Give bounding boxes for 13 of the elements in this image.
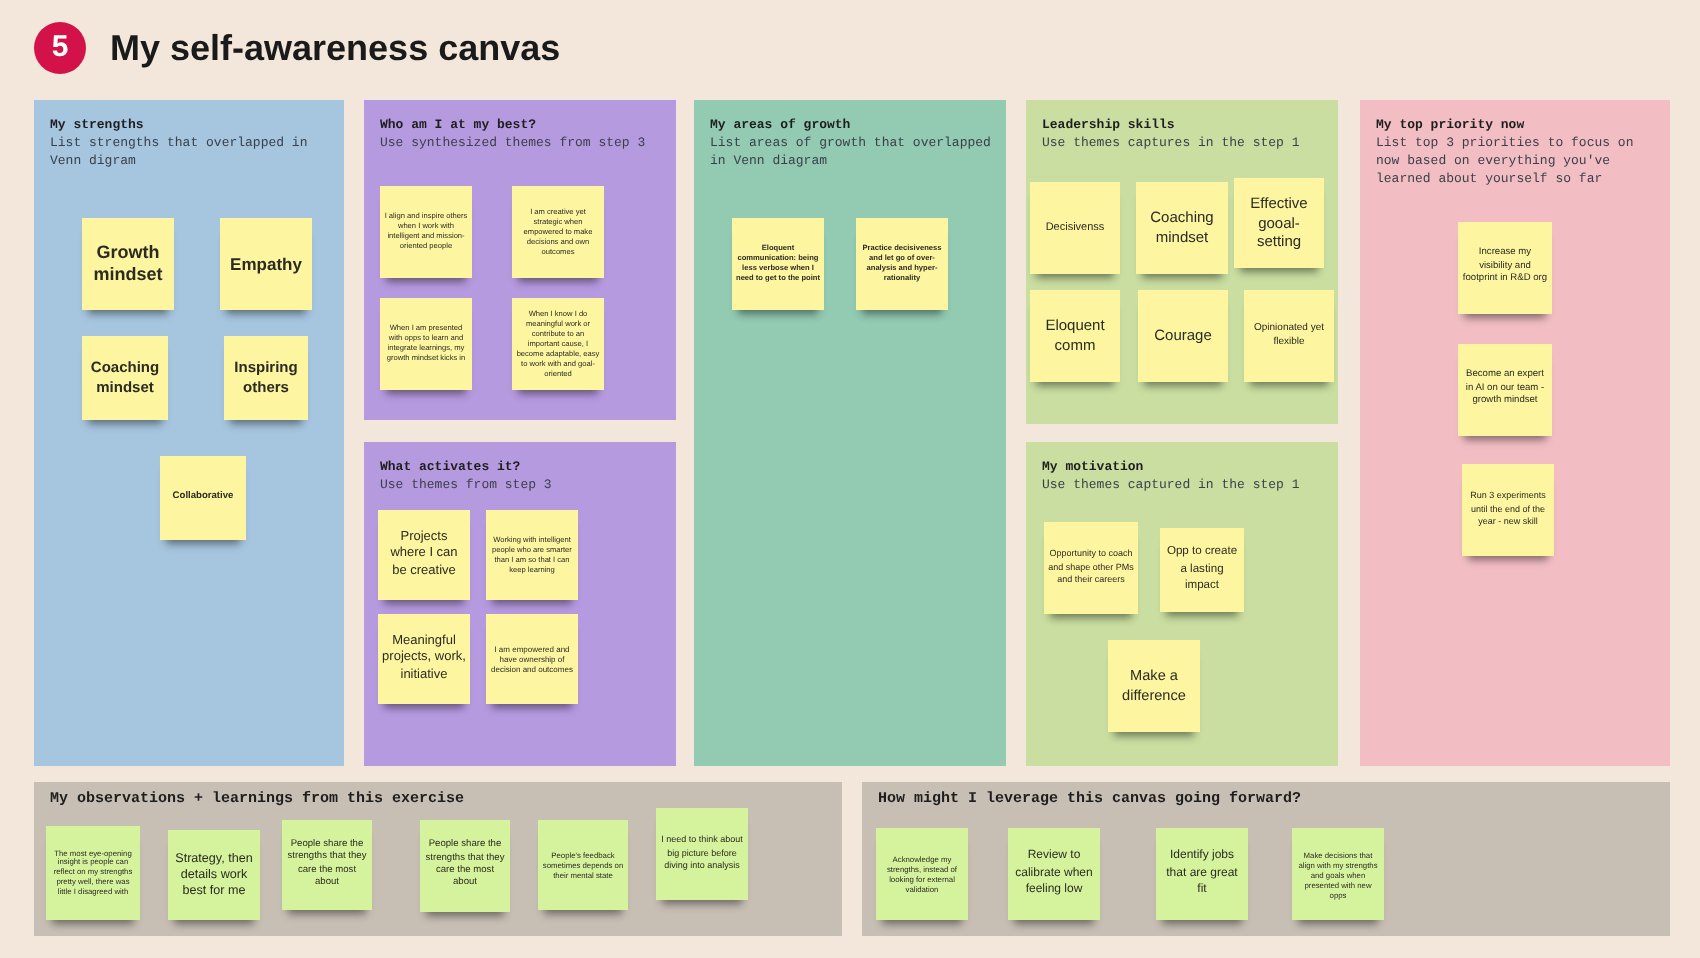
sticky-note: Empathy [220, 218, 312, 310]
canvas-section [694, 100, 1006, 766]
sticky-note: Growth mindset [82, 218, 174, 310]
title: My self-awareness canvas [110, 26, 561, 72]
canvas-section [364, 100, 676, 420]
canvas-section [34, 782, 842, 936]
canvas-section [364, 442, 676, 766]
canvas-section [34, 100, 344, 766]
canvas-section [862, 782, 1670, 936]
step-number-badge: 5 [34, 22, 86, 74]
canvas-section [1026, 442, 1338, 766]
canvas-section [1360, 100, 1670, 766]
canvas-section [1026, 100, 1338, 424]
